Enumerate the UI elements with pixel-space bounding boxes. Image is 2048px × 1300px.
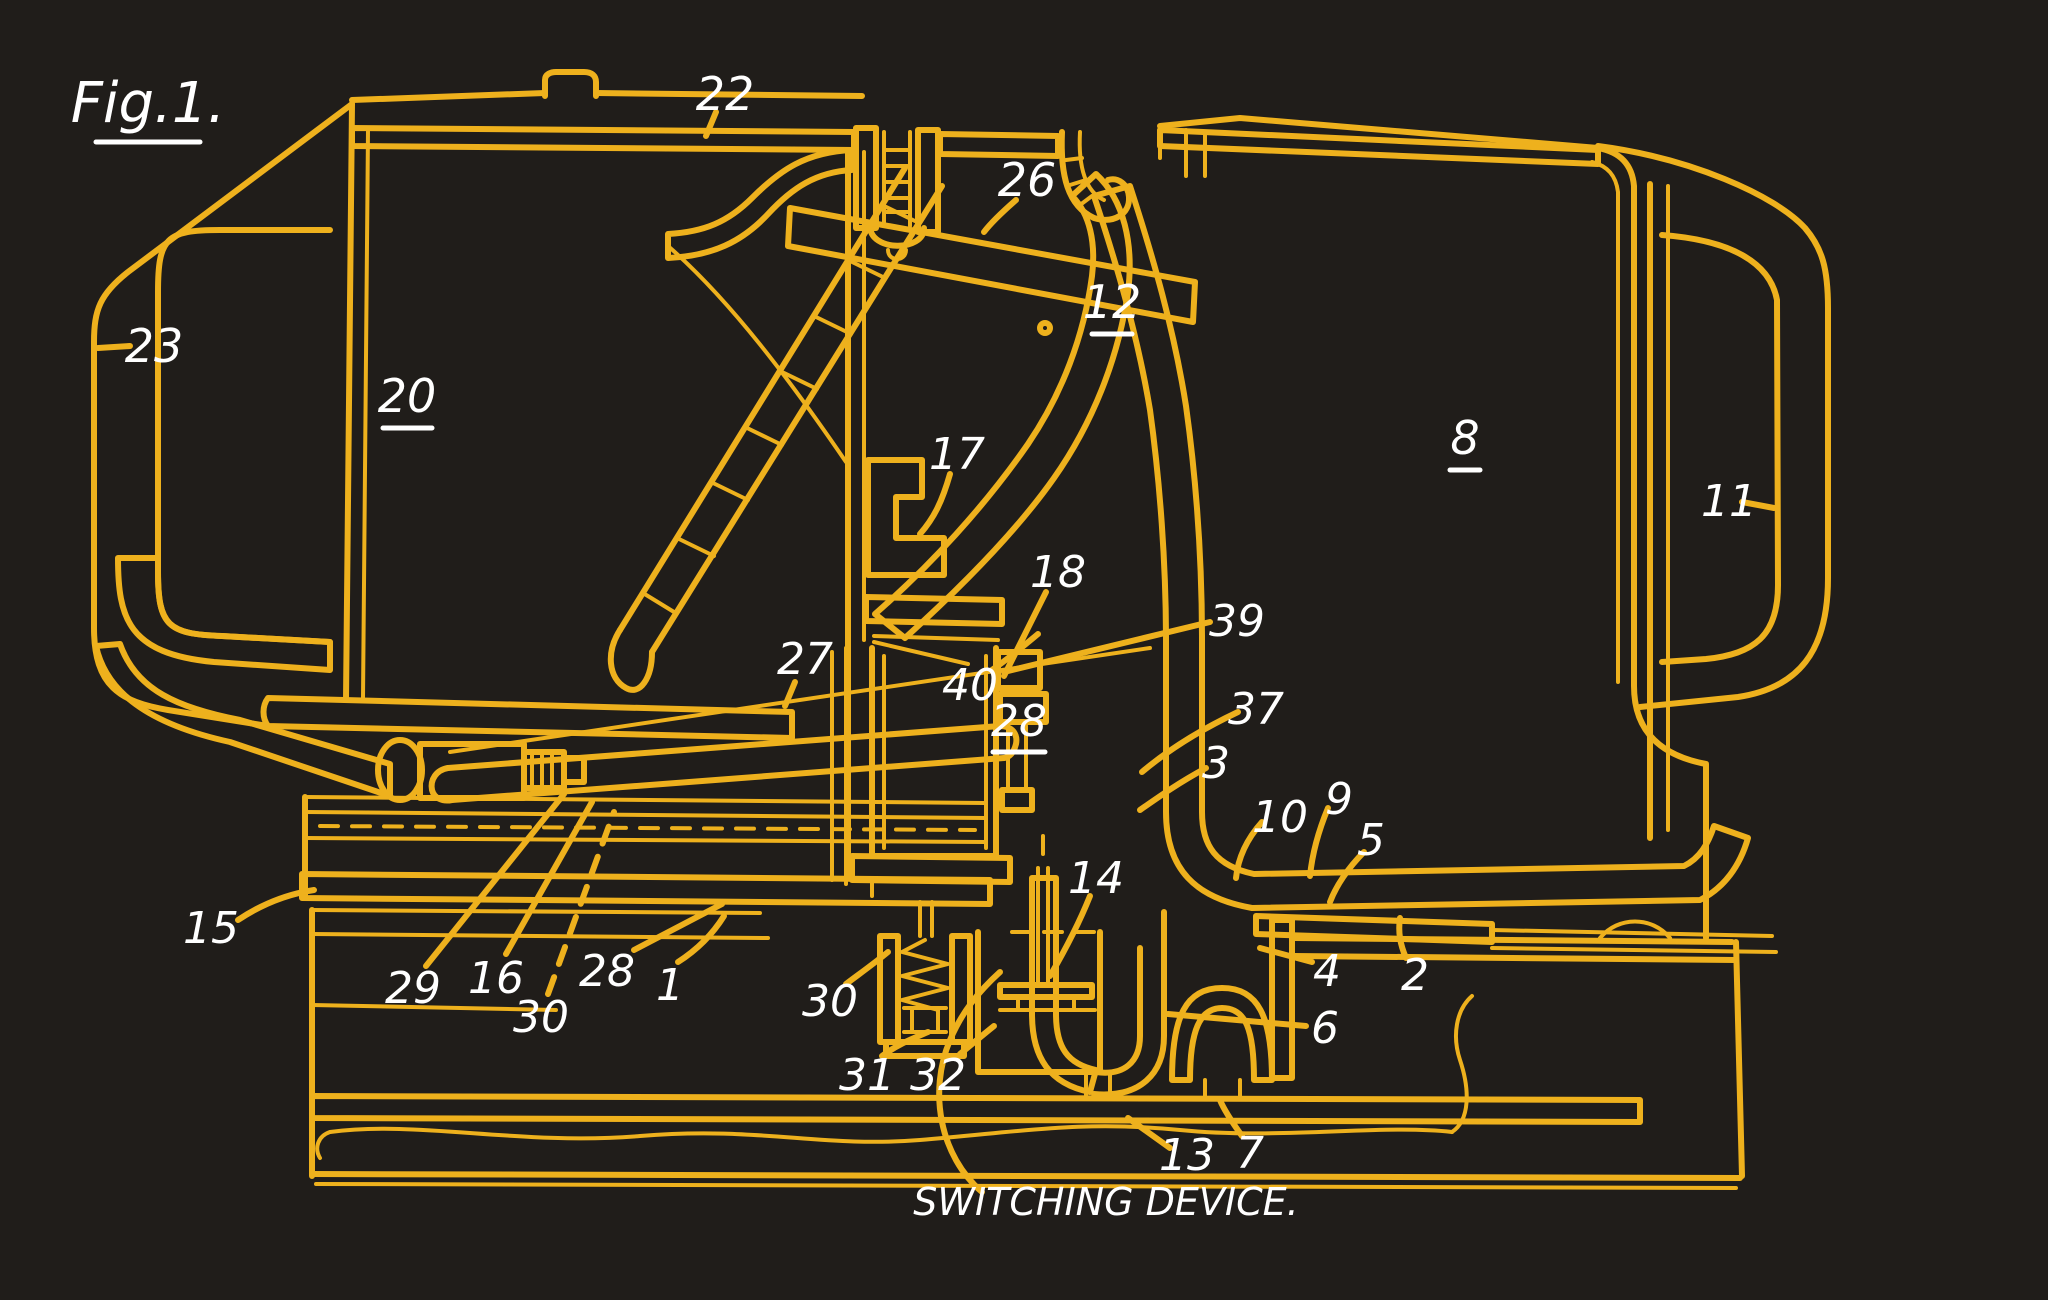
part-label-40: 40 <box>942 660 998 711</box>
part-label-10: 10 <box>1252 792 1308 843</box>
part-label-3: 3 <box>1202 738 1230 789</box>
lid-collar <box>665 147 855 261</box>
lid-assembly <box>349 69 1601 261</box>
part-label-30: 30 <box>802 976 858 1027</box>
part-label-15: 15 <box>183 903 239 954</box>
base-frame <box>309 919 1745 1190</box>
part-label-39: 39 <box>1209 596 1265 647</box>
drawing-lines <box>91 69 1831 1195</box>
part-label-28: 28 <box>991 696 1047 747</box>
inner-vessel-wall <box>872 171 1778 954</box>
part-label-30: 30 <box>513 992 569 1043</box>
part-label-6: 6 <box>1311 1003 1339 1054</box>
part-label-32: 32 <box>910 1050 966 1101</box>
part-label-8: 8 <box>1450 411 1479 465</box>
part-label-1: 1 <box>656 960 684 1011</box>
part-label-22: 22 <box>696 67 755 121</box>
part-label-fig1: Fig.1. <box>71 71 226 136</box>
part-label-14: 14 <box>1068 853 1124 904</box>
filler-tube <box>607 165 1198 693</box>
part-label-29: 29 <box>385 963 441 1014</box>
part-label-37: 37 <box>1228 684 1284 735</box>
lid-fastener <box>853 125 941 261</box>
left-handle <box>91 101 393 799</box>
part-label-switchingdevice: SWITCHING DEVICE. <box>913 1180 1298 1224</box>
leader-lines <box>95 109 1777 1195</box>
part-label-4: 4 <box>1313 946 1341 997</box>
part-label-13: 13 <box>1159 1130 1215 1181</box>
right-handle <box>1595 143 1831 710</box>
part-label-9: 9 <box>1325 774 1353 825</box>
part-label-20: 20 <box>378 369 437 423</box>
part-label-26: 26 <box>998 153 1057 207</box>
part-label-7: 7 <box>1236 1128 1264 1179</box>
part-label-18: 18 <box>1030 547 1086 598</box>
part-label-31: 31 <box>839 1050 895 1101</box>
part-label-5: 5 <box>1357 815 1385 866</box>
part-label-11: 11 <box>1701 476 1757 527</box>
part-label-23: 23 <box>125 319 184 373</box>
part-label-16: 16 <box>468 953 524 1004</box>
part-label-12: 12 <box>1083 275 1142 329</box>
part-label-17: 17 <box>929 429 985 480</box>
part-label-28: 28 <box>579 946 635 997</box>
power-cord <box>315 994 1474 1160</box>
part-label-27: 27 <box>777 634 833 685</box>
part-label-2: 2 <box>1401 950 1429 1001</box>
